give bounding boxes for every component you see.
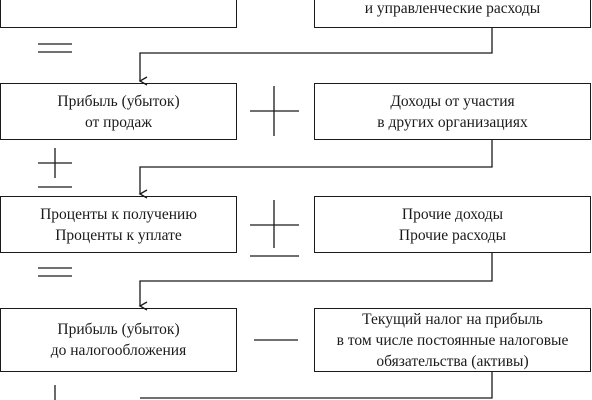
other-income-line2: Прочие расходы bbox=[398, 226, 507, 244]
plus-minus-sign-icon bbox=[38, 148, 72, 188]
interest-line1: Проценты к получению bbox=[40, 205, 197, 223]
profit-before-tax-line1: Прибыль (убыток) bbox=[57, 321, 180, 338]
profit-from-sales-line1: Прибыль (убыток) bbox=[57, 92, 180, 110]
admin-expenses-line1: и управленческие расходы bbox=[364, 0, 541, 17]
participation-income-line1: Доходы от участия bbox=[390, 92, 515, 110]
equals-sign-icon-2 bbox=[38, 267, 72, 277]
profit-from-sales-line2: от продаж bbox=[84, 113, 153, 131]
current-tax-box: Текущий налог на прибыль в том числе пос… bbox=[314, 308, 591, 372]
other-income-box: Прочие доходы Прочие расходы bbox=[314, 196, 591, 253]
participation-income-line2: в других организациях bbox=[377, 113, 528, 131]
participation-income-box: Доходы от участия в других организациях bbox=[314, 83, 591, 140]
profit-before-tax-box: Прибыль (убыток) до налогообложения bbox=[0, 308, 237, 372]
connector-arrow-3 bbox=[138, 253, 493, 311]
profit-before-tax-line2: до налогообложения bbox=[50, 342, 187, 359]
interest-line2: Проценты к уплате bbox=[55, 226, 182, 244]
equals-sign-icon bbox=[38, 43, 72, 53]
admin-expenses-box: и управленческие расходы bbox=[314, 0, 591, 28]
connector-arrow-2 bbox=[138, 140, 493, 199]
interest-box: Проценты к получению Проценты к уплате bbox=[0, 196, 237, 253]
other-income-line1: Прочие доходы bbox=[401, 205, 504, 223]
current-tax-line2: в том числе постоянные налоговые bbox=[336, 331, 569, 349]
profit-from-sales-box: Прибыль (убыток) от продаж bbox=[0, 83, 237, 140]
connector-line-bottom bbox=[140, 372, 493, 399]
current-tax-line1: Текущий налог на прибыль bbox=[362, 310, 543, 328]
connector-arrow-1 bbox=[138, 28, 493, 86]
plus-sign-icon bbox=[250, 86, 299, 136]
current-tax-line3: обязательства (активы) bbox=[376, 352, 529, 370]
top-left-box bbox=[0, 0, 237, 28]
plus-minus-sign-icon-2 bbox=[250, 200, 299, 257]
